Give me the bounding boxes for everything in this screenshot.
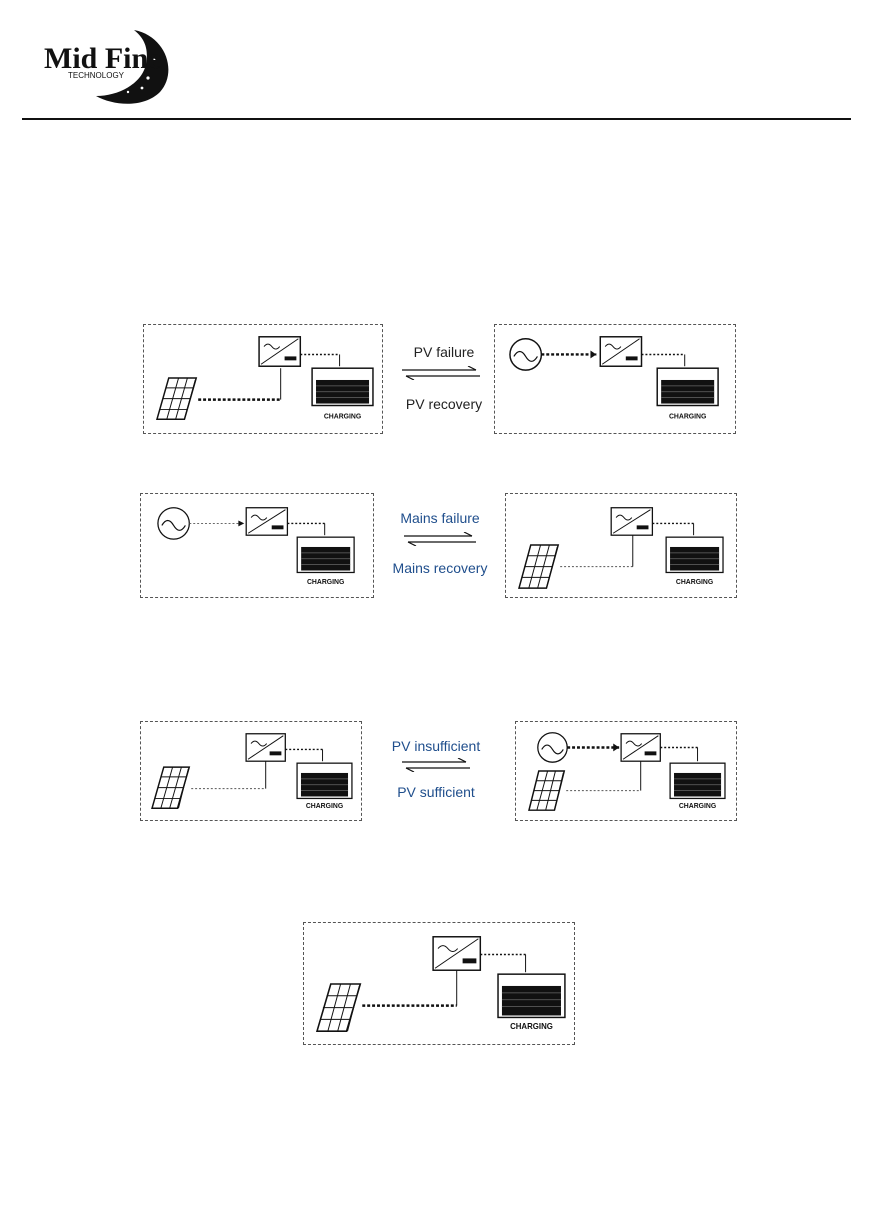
diagram-mains-charging: CHARGING (494, 324, 736, 434)
battery-icon: CHARGING (666, 537, 723, 586)
pv-charging-2-graphic: CHARGING (506, 494, 736, 597)
svg-text:CHARGING: CHARGING (510, 1022, 553, 1031)
svg-text:CHARGING: CHARGING (676, 579, 713, 586)
solar-panel-icon (519, 545, 558, 588)
svg-text:CHARGING: CHARGING (679, 803, 716, 810)
double-arrow-icon (384, 366, 504, 380)
diagram-pv-charging-2: CHARGING (505, 493, 737, 598)
solar-panel-icon (152, 767, 189, 808)
inverter-icon (433, 937, 480, 970)
solar-panel-icon (317, 984, 360, 1031)
pv-charging-4-graphic: CHARGING (304, 923, 574, 1044)
solar-panel-icon (157, 378, 196, 419)
ac-mains-icon (510, 339, 541, 370)
diagram-pv-charging: CHARGING (143, 324, 383, 434)
transition-mains: Mains failure Mains recovery (380, 510, 500, 580)
double-arrow-icon (380, 532, 500, 546)
mains-recovery-label: Mains recovery (380, 560, 500, 576)
diagram-pv-mains-charging: CHARGING (515, 721, 737, 821)
transition-pv: PV failure PV recovery (384, 344, 504, 416)
diagram-mains-charging-2: CHARGING (140, 493, 374, 598)
mains-failure-label: Mains failure (380, 510, 500, 526)
diagram-pv-charging-3: CHARGING (140, 721, 362, 821)
battery-icon: CHARGING (498, 974, 565, 1031)
svg-text:TECHNOLOGY: TECHNOLOGY (68, 71, 125, 80)
svg-text:CHARGING: CHARGING (307, 579, 344, 586)
mains-charging-2-graphic: CHARGING (141, 494, 373, 597)
ac-mains-icon (158, 508, 189, 539)
inverter-icon (246, 508, 287, 535)
ac-mains-icon (538, 733, 567, 762)
inverter-icon (621, 734, 660, 761)
inverter-icon (611, 508, 652, 535)
header-divider (22, 118, 851, 120)
pv-sufficient-label: PV sufficient (376, 784, 496, 800)
logo-graphic: Mid Fine TECHNOLOGY (38, 26, 178, 108)
battery-icon: CHARGING (670, 763, 725, 810)
mains-charging-graphic: CHARGING (495, 325, 735, 433)
svg-text:CHARGING: CHARGING (306, 803, 343, 810)
pv-mains-charging-graphic: CHARGING (516, 722, 736, 820)
company-logo: Mid Fine TECHNOLOGY (38, 26, 178, 108)
pv-insufficient-label: PV insufficient (376, 738, 496, 754)
solar-panel-icon (529, 771, 564, 810)
transition-pv-sufficiency: PV insufficient PV sufficient (376, 738, 496, 804)
battery-icon: CHARGING (297, 763, 352, 810)
svg-text:CHARGING: CHARGING (324, 413, 361, 420)
diagram-pv-charging-4: CHARGING (303, 922, 575, 1045)
battery-icon: CHARGING (297, 537, 354, 586)
svg-text:CHARGING: CHARGING (669, 413, 706, 420)
battery-icon: CHARGING (657, 368, 718, 420)
pv-charging-3-graphic: CHARGING (141, 722, 361, 820)
inverter-icon (246, 734, 285, 761)
inverter-icon (259, 337, 300, 366)
pv-failure-label: PV failure (384, 344, 504, 360)
double-arrow-icon (376, 758, 496, 772)
pv-recovery-label: PV recovery (384, 396, 504, 412)
pv-charging-graphic: CHARGING (144, 325, 382, 433)
battery-icon: CHARGING (312, 368, 373, 420)
inverter-icon (600, 337, 641, 366)
